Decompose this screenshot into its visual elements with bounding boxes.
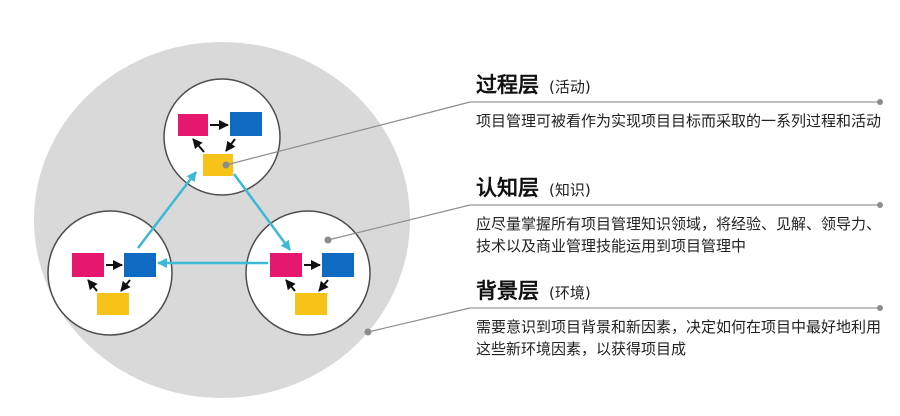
pointer-line-process	[225, 101, 471, 166]
knowledge-layer-description: 应尽量掌握所有项目管理知识领域，将经验、见解、领导力、技术以及商业管理技能运用到…	[476, 215, 882, 255]
process-layer-description: 项目管理可被看作为实现项目目标而采取的一系列过程和活动	[476, 112, 882, 130]
node-arrow	[120, 279, 131, 292]
context-layer-title: 背景层	[476, 279, 539, 303]
process-circle-left	[47, 210, 173, 336]
knowledge-layer: 认知层 (知识) 应尽量掌握所有项目管理知识领域，将经验、见解、领导力、技术以及商…	[476, 171, 896, 257]
context-layer-description: 需要意识到项目背景和新因素，决定如何在项目中最好地利用这些新环境因素，以获得项目…	[476, 318, 882, 358]
node-pink	[178, 114, 208, 136]
process-layer-subtitle: (活动)	[549, 78, 591, 96]
node-pink	[270, 253, 302, 277]
separator-dot	[877, 99, 883, 105]
pointer-line-context	[367, 307, 471, 333]
cycle-arrow-top-to-right	[232, 173, 292, 251]
node-blue	[124, 253, 156, 277]
node-arrow	[318, 279, 329, 292]
cycle-arrow-left-to-top	[137, 171, 197, 249]
process-circle-right	[245, 210, 371, 336]
node-blue	[322, 253, 354, 277]
node-yellow	[295, 293, 327, 315]
separator-dot	[877, 202, 883, 208]
process-layer-title: 过程层	[476, 73, 539, 97]
pointer-dot	[222, 161, 230, 169]
separator-dot	[877, 305, 883, 311]
pointer-dot	[364, 328, 372, 336]
node-arrow	[285, 279, 296, 292]
context-layer: 背景层 (环境) 需要意识到项目背景和新因素，决定如何在项目中最好地利用这些新环境…	[476, 274, 896, 360]
node-blue	[230, 112, 262, 136]
knowledge-layer-title: 认知层	[476, 176, 539, 200]
node-yellow	[97, 293, 129, 315]
knowledge-layer-subtitle: (知识)	[549, 181, 591, 199]
node-pink	[72, 253, 104, 277]
node-yellow	[203, 154, 233, 176]
node-arrow	[192, 138, 205, 153]
process-circle-top	[163, 78, 281, 196]
node-arrow	[225, 138, 236, 152]
pointer-line-knowledge	[327, 204, 471, 241]
context-layer-subtitle: (环境)	[549, 284, 591, 302]
node-arrow	[87, 279, 98, 292]
pointer-dot	[324, 236, 332, 244]
process-layer: 过程层 (活动) 项目管理可被看作为实现项目目标而采取的一系列过程和活动	[476, 68, 896, 132]
